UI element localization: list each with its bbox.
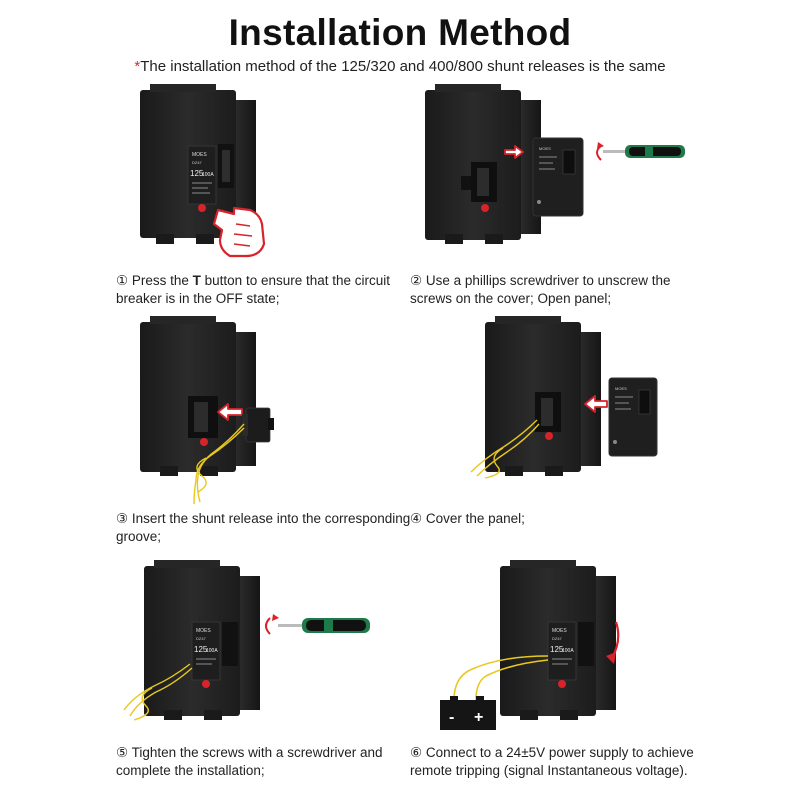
breaker-label-panel: MOES DZ47 125 100A: [547, 621, 577, 681]
model-label: DZ47: [196, 636, 207, 641]
circuit-breaker: [425, 84, 541, 244]
yellow-wires: [470, 419, 540, 479]
rating-label: 125: [190, 169, 204, 178]
step-1-number: ①: [116, 273, 129, 288]
rating-label: 125: [194, 645, 208, 654]
step-2-text: ② Use a phillips screwdriver to unscrew …: [410, 272, 710, 308]
insert-arrow-icon: [504, 145, 524, 159]
cover-panel: MOES: [532, 137, 584, 217]
panel-brand-label: MOES: [615, 386, 627, 391]
rotate-arrow-icon: [265, 614, 279, 635]
step-3-text: ③ Insert the shunt release into the corr…: [116, 510, 416, 546]
step-6-text: ⑥ Connect to a 24±5V power supply to ach…: [410, 744, 710, 780]
screwdriver-icon: [278, 618, 370, 633]
circuit-breaker: MOES DZ47 125 100A: [144, 560, 260, 720]
brand-label: MOES: [552, 628, 567, 634]
page-title: Installation Method: [228, 12, 572, 53]
step-2-number: ②: [410, 273, 423, 288]
subtitle-text: The installation method of the 125/320 a…: [140, 58, 666, 75]
step-1-post: button to ensure that the circuit breake…: [116, 273, 391, 306]
screwdriver-icon: [603, 145, 685, 158]
circuit-breaker: MOES DZ47 125 100A: [500, 560, 616, 720]
model-label: DZ47: [192, 160, 203, 165]
step-6-illustration: MOES DZ47 125 100A - +: [440, 560, 620, 730]
step-1-pre: Press the: [131, 273, 193, 288]
step-4-body: Cover the panel;: [425, 511, 525, 526]
step-1-text: ① Press the T button to ensure that the …: [116, 272, 416, 308]
step-5-illustration: MOES DZ47 125 100A: [123, 560, 370, 721]
brand-label: MOES: [196, 628, 211, 634]
step-6-body: Connect to a 24±5V power supply to achie…: [410, 745, 694, 778]
step-1-illustration: MOES DZ47 125 100A: [140, 84, 266, 258]
step-4-text: ④ Cover the panel;: [410, 510, 710, 528]
insert-arrow-icon: [584, 395, 608, 413]
shunt-release: [242, 407, 274, 443]
battery-icon: - +: [440, 696, 496, 730]
circuit-breaker: MOES DZ47 125 100A: [140, 84, 256, 244]
step-5-body: Tighten the screws with a screwdriver an…: [116, 745, 383, 778]
rating-label: 125: [550, 645, 564, 654]
step-3-body: Insert the shunt release into the corres…: [116, 511, 411, 544]
rating2-label: 100A: [202, 172, 214, 178]
breaker-label-panel: MOES DZ47 125 100A: [191, 621, 221, 681]
step-2-body: Use a phillips screwdriver to unscrew th…: [410, 273, 671, 306]
breaker-label-panel: MOES DZ47 125 100A: [187, 145, 217, 205]
insert-arrow-icon: [217, 403, 243, 421]
subtitle-marker: *: [134, 58, 141, 75]
battery-minus-label: -: [449, 709, 454, 726]
circuit-breaker: [140, 316, 256, 476]
yellow-wires: [193, 423, 245, 505]
step-2-illustration: MOES: [425, 84, 685, 244]
t-test-button: [198, 204, 206, 212]
hand-press-icon: [212, 206, 266, 258]
step-6-number: ⑥: [410, 745, 423, 760]
circuit-breaker: [485, 316, 601, 476]
model-label: DZ47: [552, 636, 563, 641]
step-3-illustration: [140, 316, 274, 505]
page-subtitle: *The installation method of the 125/320 …: [0, 58, 800, 75]
brand-label: MOES: [192, 152, 207, 158]
step-4-number: ④: [410, 511, 423, 526]
step-5-text: ⑤ Tighten the screws with a screwdriver …: [116, 744, 416, 780]
battery-plus-label: +: [474, 709, 483, 726]
step-5-number: ⑤: [116, 745, 129, 760]
step-3-number: ③: [116, 511, 129, 526]
rotate-arrow-icon: [596, 142, 604, 161]
yellow-wires: [453, 655, 549, 701]
step-4-illustration: MOES: [470, 316, 658, 479]
panel-brand-label: MOES: [539, 146, 551, 151]
yellow-wires: [123, 663, 193, 721]
rating2-label: 100A: [206, 648, 218, 654]
step-1-bold: T: [192, 273, 201, 288]
cover-panel: MOES: [608, 377, 658, 457]
trip-arrow-icon: [606, 621, 620, 664]
rating2-label: 100A: [562, 648, 574, 654]
